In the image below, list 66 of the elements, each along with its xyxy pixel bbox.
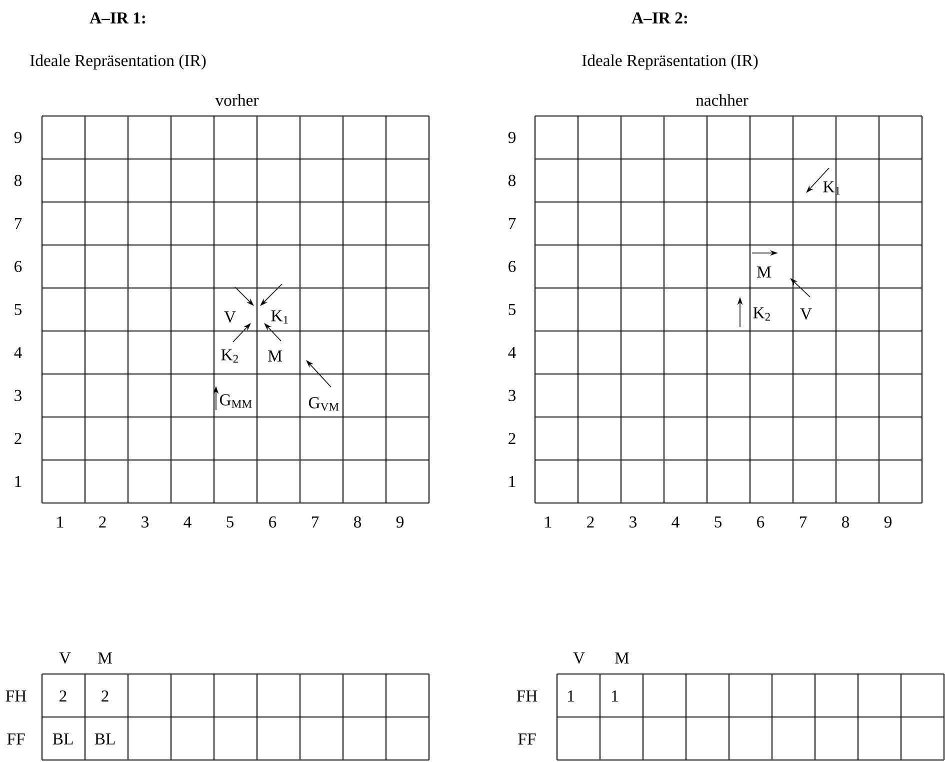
column-number: 5 xyxy=(226,516,234,528)
table-value: 2 xyxy=(60,690,66,702)
row-number: 6 xyxy=(14,260,22,272)
row-number: 7 xyxy=(14,218,22,229)
row-number: 4 xyxy=(14,347,22,358)
column-number: 8 xyxy=(354,516,362,528)
subtitle: Ideale Repräsentation (IR) xyxy=(30,54,206,70)
row-number: 3 xyxy=(508,390,516,402)
column-number: 7 xyxy=(312,516,319,528)
row-number: 2 xyxy=(14,432,22,444)
column-number: 2 xyxy=(587,516,594,528)
row-number: 9 xyxy=(508,132,516,144)
row-header: FH xyxy=(6,690,26,702)
column-number: 3 xyxy=(630,516,637,528)
row-number: 3 xyxy=(14,390,22,402)
row-number: 5 xyxy=(14,304,22,316)
state-label: nachher xyxy=(696,94,748,106)
panel-title: A–IR 2: xyxy=(632,12,687,24)
piece-label: V xyxy=(224,311,236,323)
row-number: 5 xyxy=(508,304,516,316)
row-number: 1 xyxy=(15,476,22,487)
column-number: 3 xyxy=(142,516,149,528)
piece-label: G$_{MM}$ xyxy=(220,394,252,408)
piece-label: K$_{2}$ xyxy=(221,349,238,363)
column-number: 6 xyxy=(757,516,764,528)
row-number: 8 xyxy=(14,174,22,186)
column-number: 1 xyxy=(57,516,64,528)
piece-label: K$_{1}$ xyxy=(271,310,288,324)
column-number: 5 xyxy=(714,516,722,528)
piece-label: V xyxy=(800,308,812,320)
column-header: V xyxy=(573,652,585,664)
piece-label: M xyxy=(268,350,282,362)
column-header: V xyxy=(59,652,71,664)
column-header: M xyxy=(98,652,112,664)
row-header: FF xyxy=(7,734,25,744)
row-number: 9 xyxy=(14,132,22,144)
panel-title: A–IR 1: xyxy=(90,12,145,24)
row-number: 7 xyxy=(508,218,516,229)
table-value: 1 xyxy=(568,690,574,702)
column-number: 6 xyxy=(269,516,276,528)
table-value: BL xyxy=(52,734,73,744)
column-number: 2 xyxy=(99,516,106,528)
column-number: 1 xyxy=(545,516,552,528)
column-number: 8 xyxy=(842,516,850,528)
state-label: vorher xyxy=(215,94,259,106)
subtitle: Ideale Repräsentation (IR) xyxy=(582,54,758,70)
piece-label: M xyxy=(757,266,771,278)
table-value: BL xyxy=(94,734,115,744)
row-header: FH xyxy=(516,690,538,702)
column-header: M xyxy=(615,652,629,664)
table-value: 1 xyxy=(612,690,618,702)
row-number: 1 xyxy=(509,476,516,487)
piece-label: K$_{2}$ xyxy=(753,307,770,321)
column-number: 9 xyxy=(884,516,892,528)
table-value: 2 xyxy=(102,690,108,702)
piece-label: K$_{1}$ xyxy=(823,181,840,195)
row-number: 8 xyxy=(508,174,516,186)
piece-label: G$_{VM}$ xyxy=(308,397,339,411)
column-number: 7 xyxy=(800,516,807,528)
row-number: 6 xyxy=(508,260,516,272)
column-number: 4 xyxy=(184,516,192,528)
column-number: 4 xyxy=(672,516,680,528)
row-header: FF xyxy=(518,734,536,744)
row-number: 2 xyxy=(508,432,516,444)
column-number: 9 xyxy=(396,516,404,528)
row-number: 4 xyxy=(508,347,516,358)
